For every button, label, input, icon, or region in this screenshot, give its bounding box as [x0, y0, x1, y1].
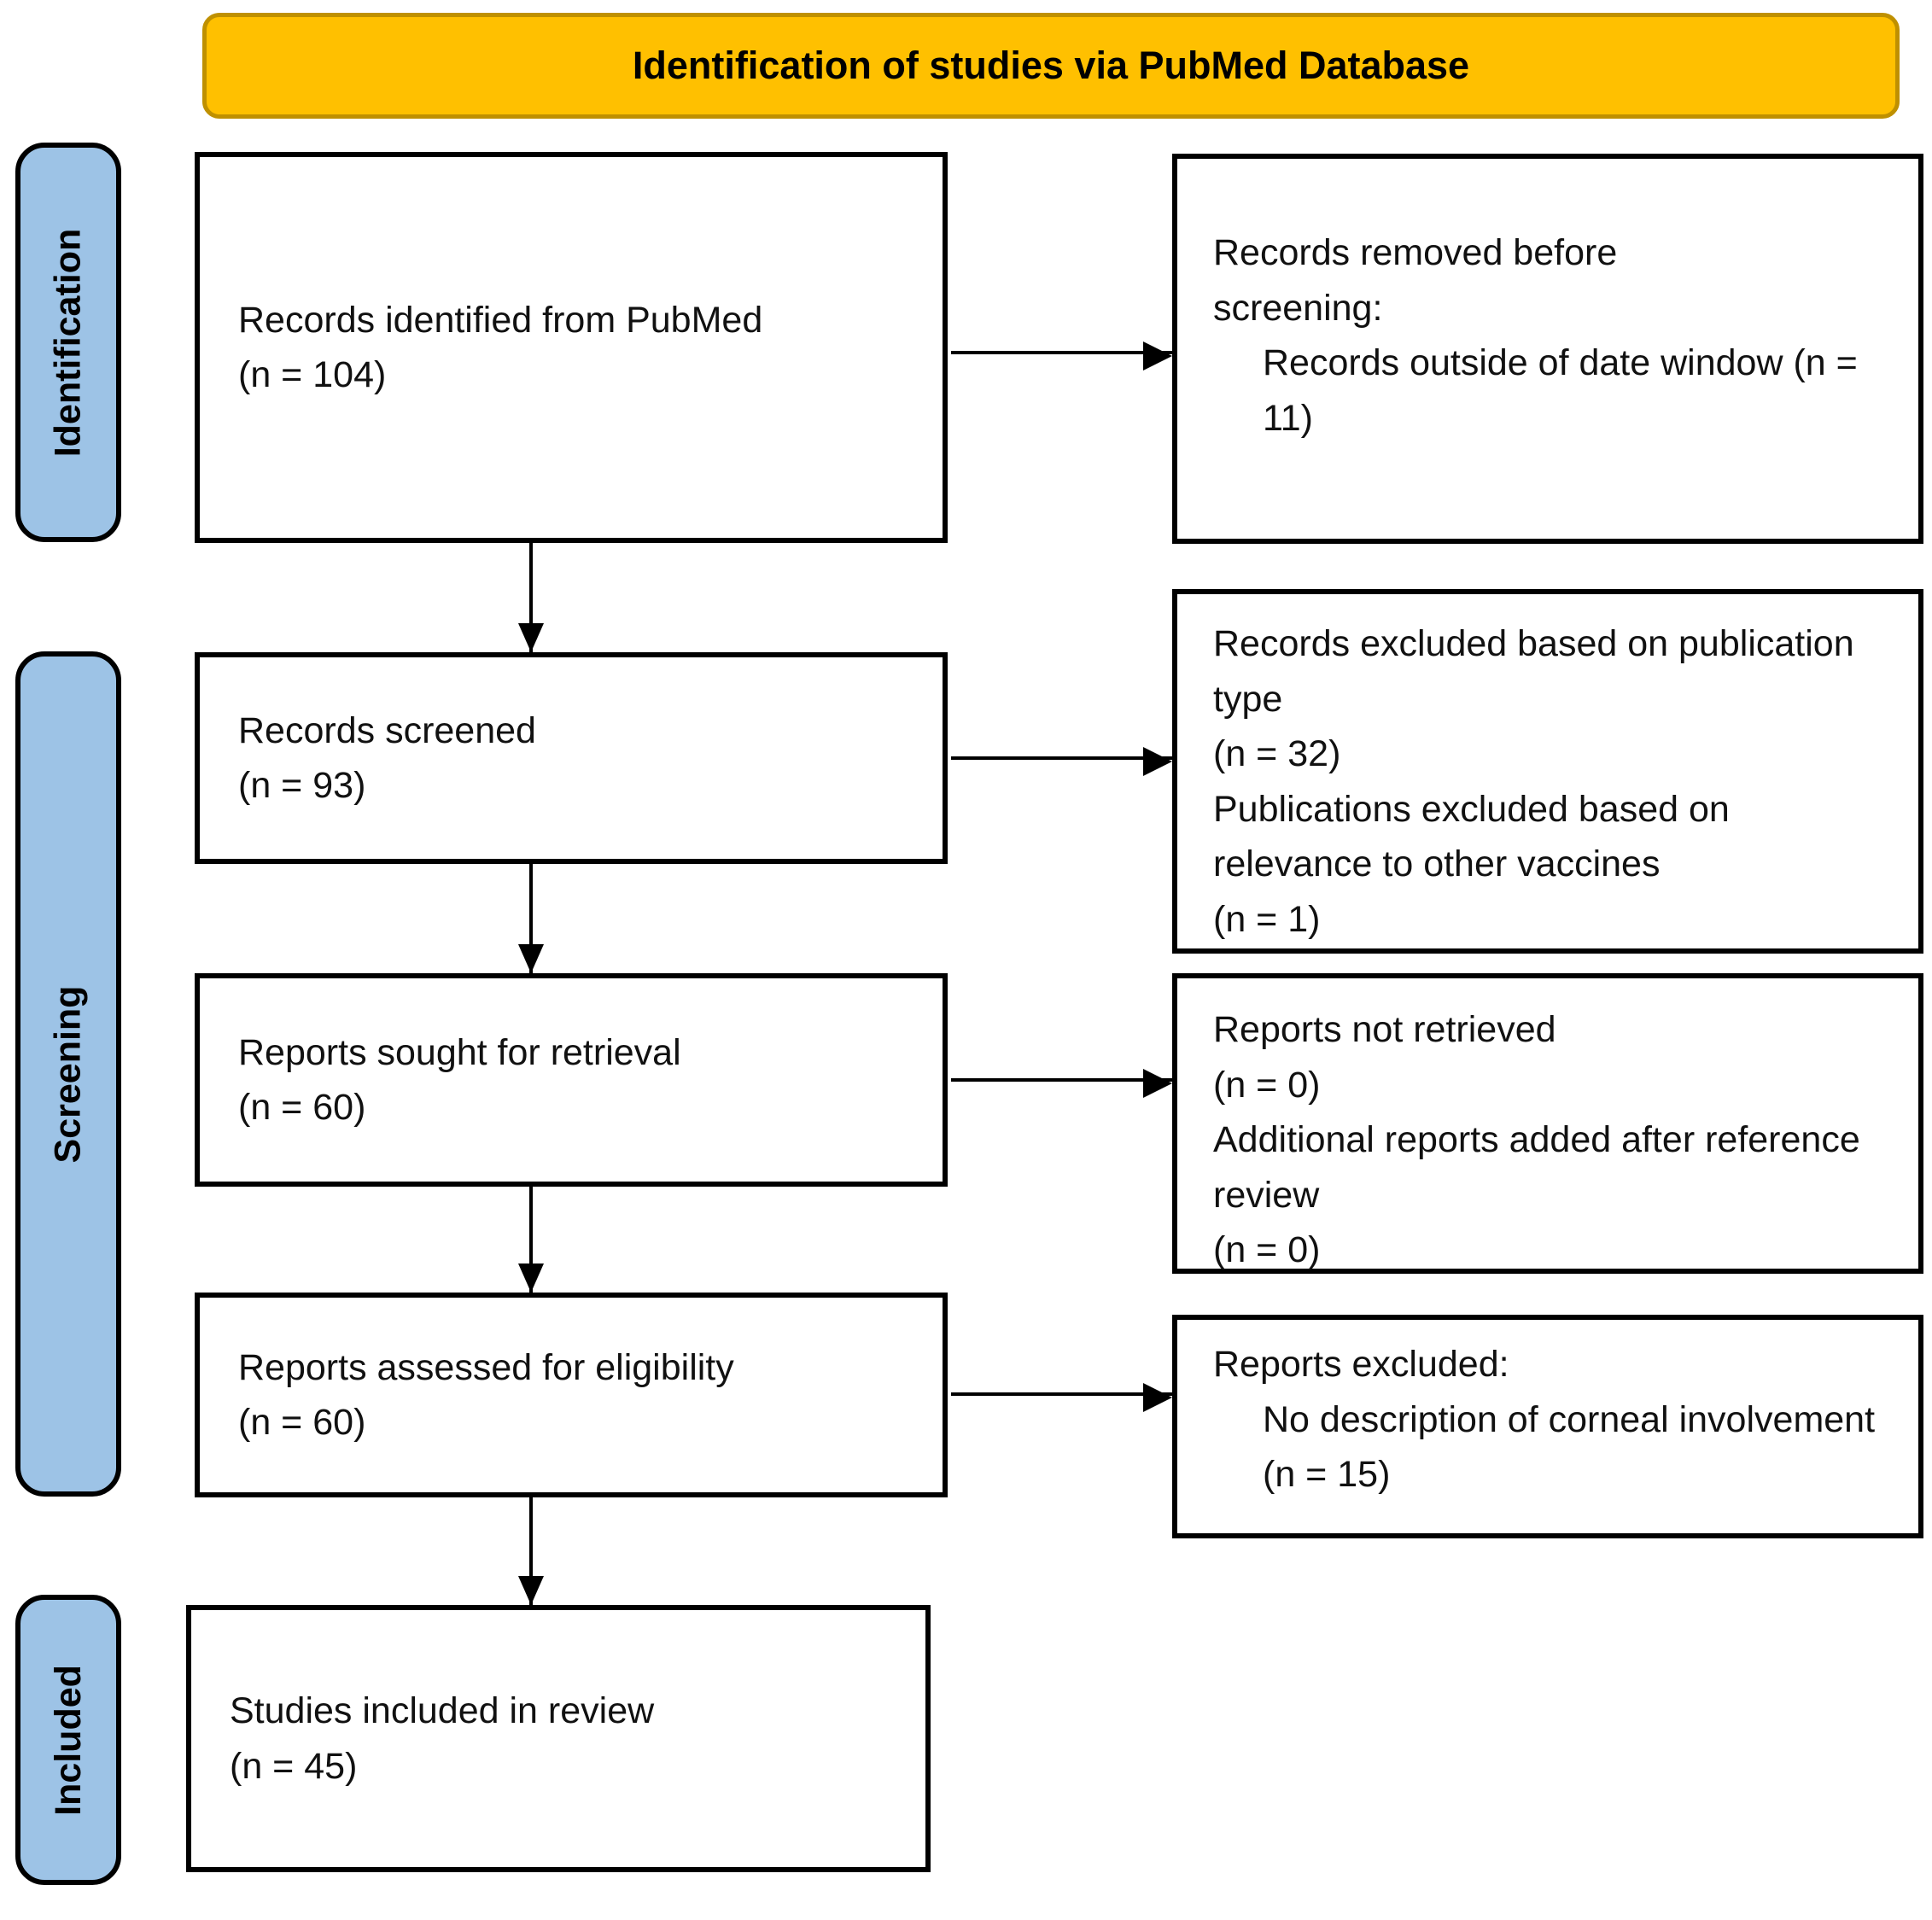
exclusion-line: Additional reports added after reference… [1213, 1119, 1860, 1216]
exclusion-line: Records excluded based on publication ty… [1213, 623, 1854, 720]
box-title: Records identified from PubMed [238, 299, 763, 341]
exclusion-line: (n = 32) [1213, 733, 1341, 774]
exclusion-line: No description of corneal involvement (n… [1263, 1398, 1876, 1496]
title-banner: Identification of studies via PubMed Dat… [202, 13, 1900, 119]
box-reports-assessed: Reports assessed for eligibility (n = 60… [195, 1293, 948, 1497]
box-records-excluded: Records excluded based on publication ty… [1172, 589, 1923, 954]
box-count: (n = 60) [238, 1087, 366, 1128]
stage-screening: Screening [15, 651, 121, 1497]
box-reports-not-retrieved: Reports not retrieved (n = 0) Additional… [1172, 973, 1923, 1274]
box-title: Reports assessed for eligibility [238, 1346, 734, 1388]
exclusion-line: Records removed before screening: [1213, 232, 1618, 329]
arrow-assessed-to-included [518, 1497, 544, 1605]
arrow-screened-to-sought [518, 864, 544, 973]
stage-identification: Identification [15, 143, 121, 542]
arrow-sought-to-assessed [518, 1187, 544, 1293]
box-count: (n = 104) [238, 354, 387, 395]
exclusion-line: (n = 0) [1213, 1229, 1321, 1270]
box-count: (n = 45) [230, 1745, 358, 1787]
box-title: Reports sought for retrieval [238, 1031, 681, 1073]
exclusion-line: (n = 0) [1213, 1064, 1321, 1106]
box-reports-excluded: Reports excluded: No description of corn… [1172, 1315, 1923, 1538]
box-records-screened: Records screened (n = 93) [195, 652, 948, 864]
stage-included-label: Included [47, 1664, 89, 1816]
banner-title: Identification of studies via PubMed Dat… [632, 44, 1470, 87]
arrow-sought-to-not-retrieved [951, 1069, 1172, 1098]
arrow-assessed-to-excluded [951, 1383, 1172, 1412]
exclusion-line: (n = 1) [1213, 898, 1321, 940]
box-title: Studies included in review [230, 1690, 655, 1731]
stage-identification-label: Identification [47, 228, 89, 457]
box-count: (n = 93) [238, 765, 366, 806]
box-title: Records screened [238, 709, 536, 751]
box-records-removed: Records removed before screening: Record… [1172, 154, 1923, 544]
box-studies-included: Studies included in review (n = 45) [186, 1605, 931, 1872]
exclusion-line: Publications excluded based on relevance… [1213, 788, 1730, 885]
exclusion-line: Reports not retrieved [1213, 1009, 1556, 1050]
box-count: (n = 60) [238, 1402, 366, 1443]
arrow-identified-to-screened [518, 543, 544, 652]
arrow-screened-to-excluded [951, 747, 1172, 776]
box-reports-sought: Reports sought for retrieval (n = 60) [195, 973, 948, 1187]
exclusion-line: Reports excluded: [1213, 1344, 1509, 1385]
exclusion-line: Records outside of date window (n = 11) [1263, 342, 1858, 439]
box-records-identified: Records identified from PubMed (n = 104) [195, 152, 948, 543]
arrow-identified-to-removed [951, 341, 1172, 371]
stage-included: Included [15, 1595, 121, 1885]
stage-screening-label: Screening [47, 985, 89, 1163]
